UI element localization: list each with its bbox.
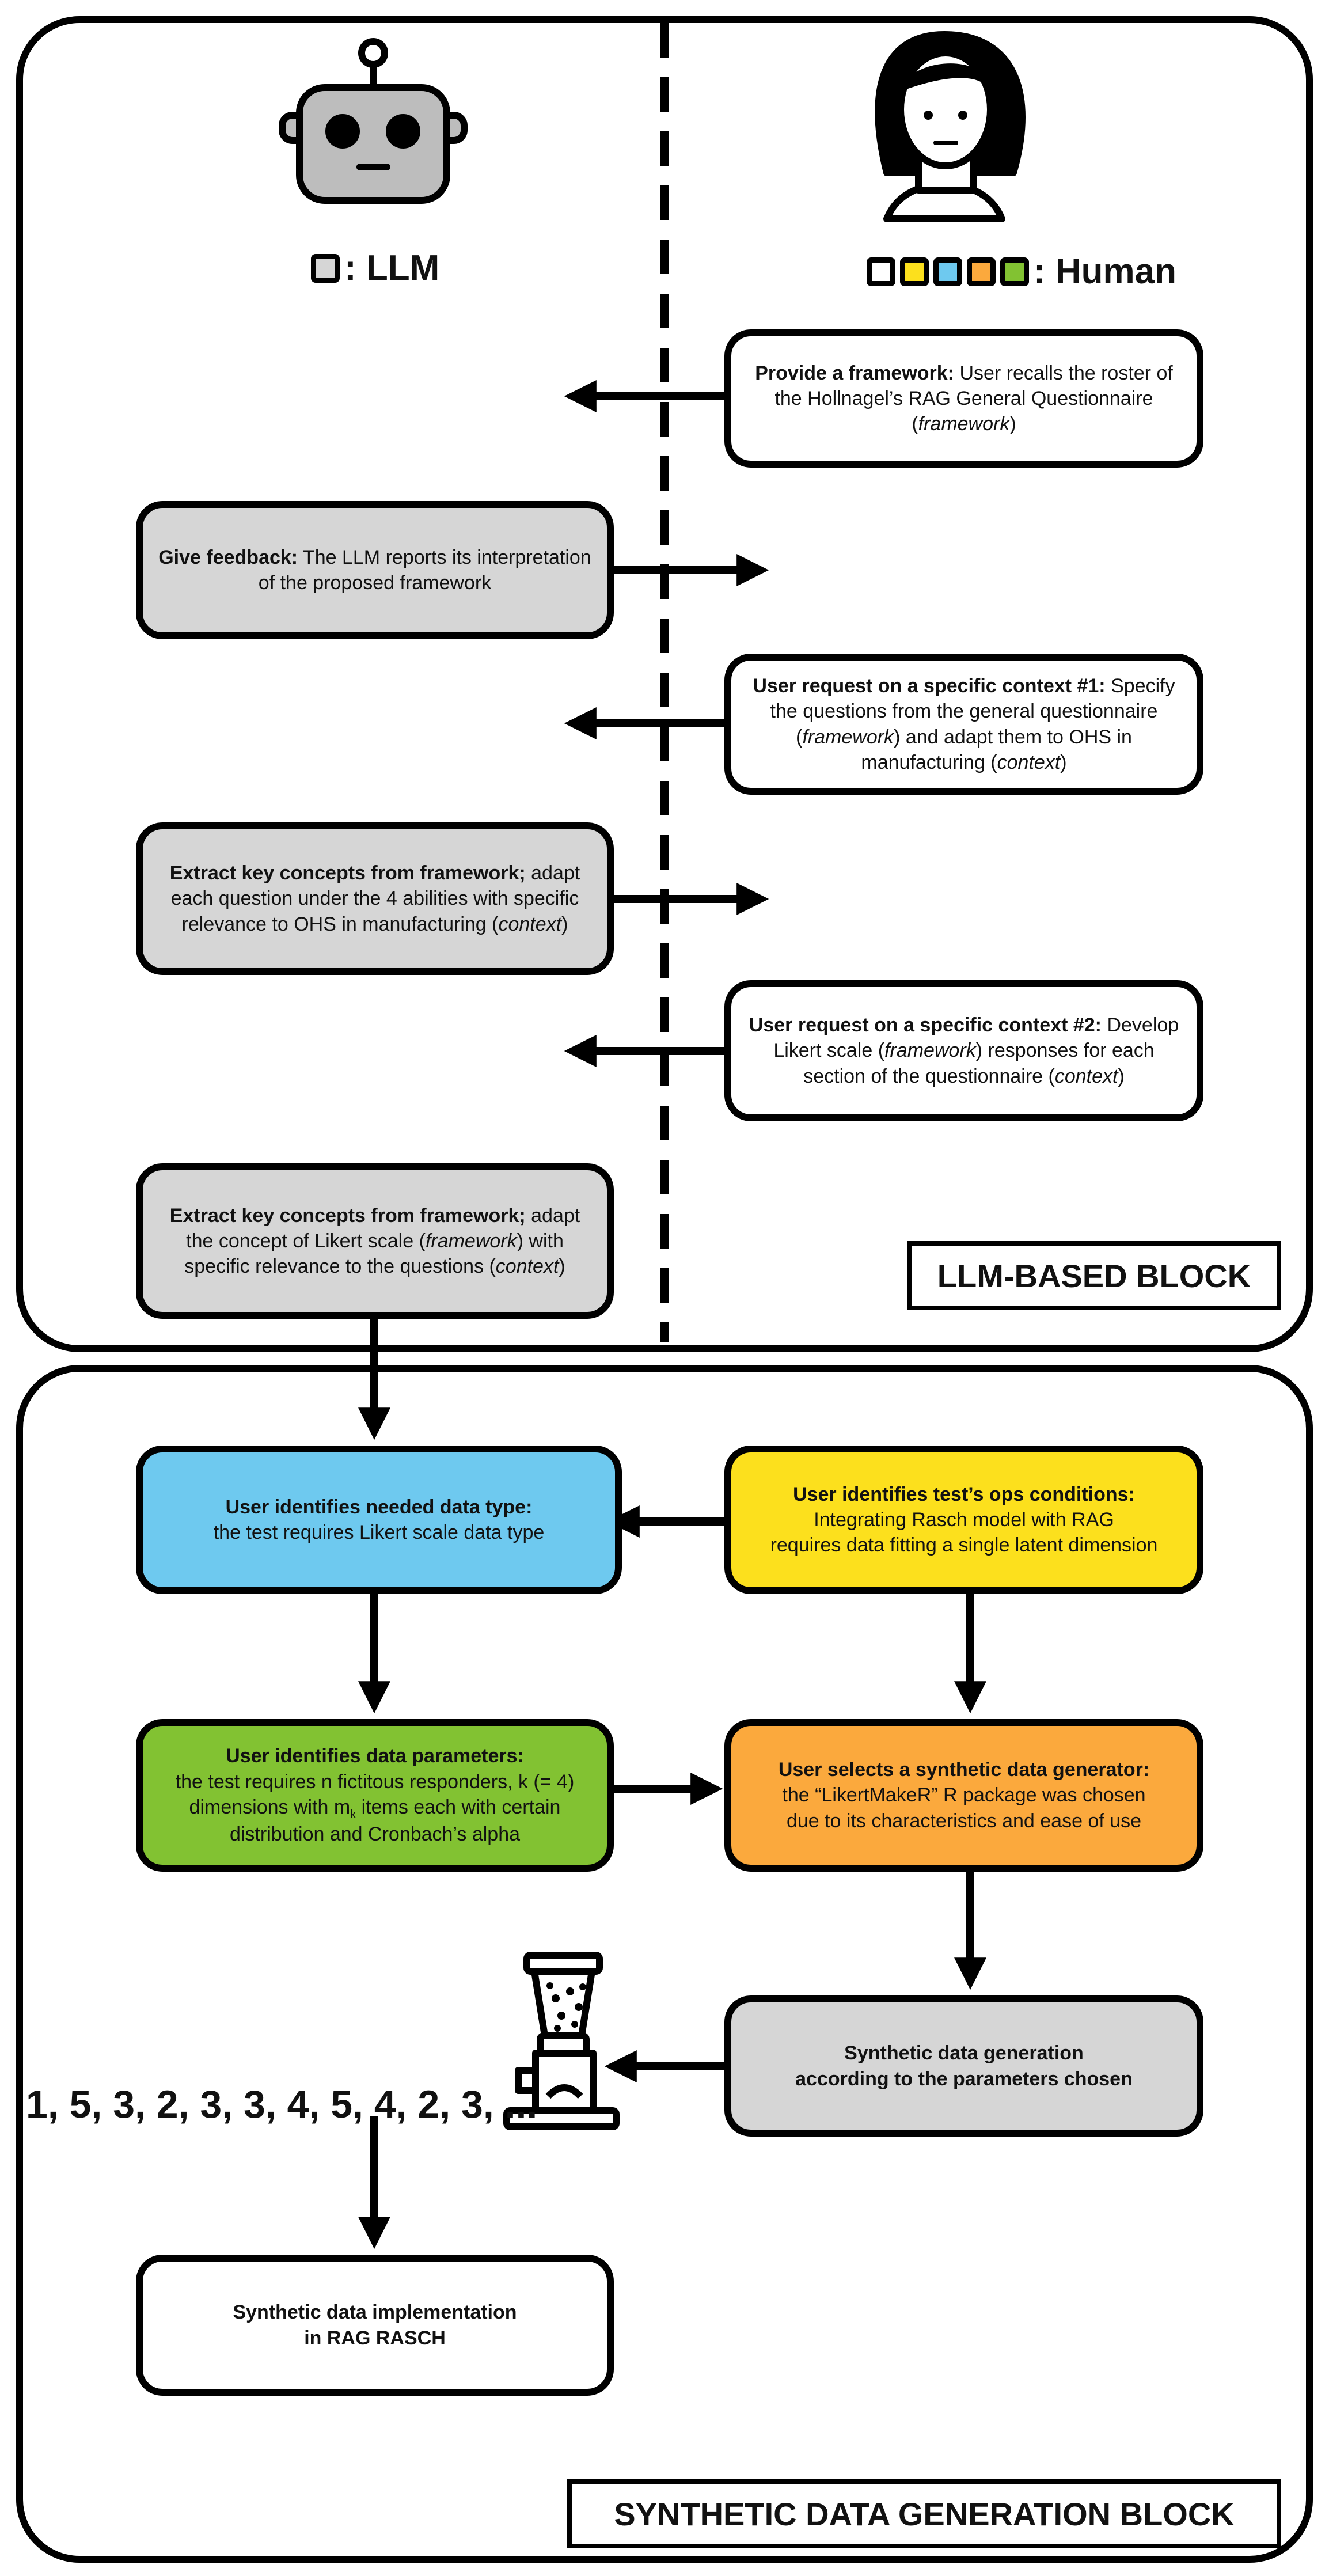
provide-framework-box: Provide a framework: User recalls the ro… <box>724 329 1203 468</box>
grinder-icon <box>503 1952 620 2130</box>
data-parameters-box: User identifies data parameters: the tes… <box>136 1719 614 1872</box>
llm-based-block-label: LLM-BASED BLOCK <box>907 1241 1281 1310</box>
human-legend-label: : Human <box>1034 252 1176 291</box>
human-color-swatch-white <box>867 257 895 286</box>
human-color-swatch-green <box>1000 257 1029 286</box>
synthetic-data-block-label: SYNTHETIC DATA GENERATION BLOCK <box>567 2479 1281 2548</box>
give-feedback-box: Give feedback: The LLM reports its inter… <box>136 501 614 639</box>
context-2-box: User request on a specific context #2: D… <box>724 980 1203 1121</box>
synthetic-data-sequence: 1, 5, 3, 2, 3, 3, 4, 5, 4, 2, 3, ... <box>26 2082 538 2126</box>
woman-icon <box>875 31 1026 222</box>
data-type-box: User identifies needed data type:the tes… <box>136 1446 622 1594</box>
human-color-swatch-orange <box>967 257 996 286</box>
robot-icon <box>279 38 468 204</box>
human-color-swatch-blue <box>933 257 962 286</box>
context-1-box: User request on a specific context #1: S… <box>724 654 1203 795</box>
human-color-swatch-yellow <box>900 257 929 286</box>
extract-concepts-1-box: Extract key concepts from framework; ada… <box>136 822 614 975</box>
llm-color-swatch <box>311 253 340 283</box>
llm-legend-label: : LLM <box>344 248 440 288</box>
extract-concepts-2-box: Extract key concepts from framework; ada… <box>136 1163 614 1319</box>
generator-box: User selects a synthetic data generator:… <box>724 1719 1203 1872</box>
human-legend: : Human <box>867 251 1176 292</box>
ops-conditions-box: User identifies test’s ops conditions:In… <box>724 1446 1203 1594</box>
llm-legend: : LLM <box>311 248 439 289</box>
